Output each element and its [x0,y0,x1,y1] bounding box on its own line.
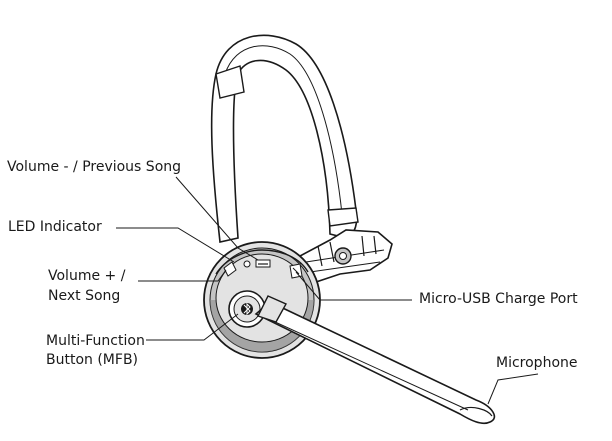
microphone-label: Microphone [496,355,578,371]
volume-plus-label-line2: Next Song [48,288,121,304]
volume-plus-label-line1: Volume + / [48,268,126,284]
microphone-boom [254,295,496,425]
temple-pad [299,229,393,283]
headband [210,34,359,243]
led-indicator-label: LED Indicator [8,219,102,235]
callout-lines [116,176,539,405]
mfb-label-line1: Multi-Function [46,333,145,349]
volume-minus-label: Volume - / Previous Song [7,159,182,175]
mfb-label-line2: Button (MFB) [46,352,139,368]
mfb-button [228,290,266,328]
usb-port-label: Micro-USB Charge Port [419,291,578,307]
